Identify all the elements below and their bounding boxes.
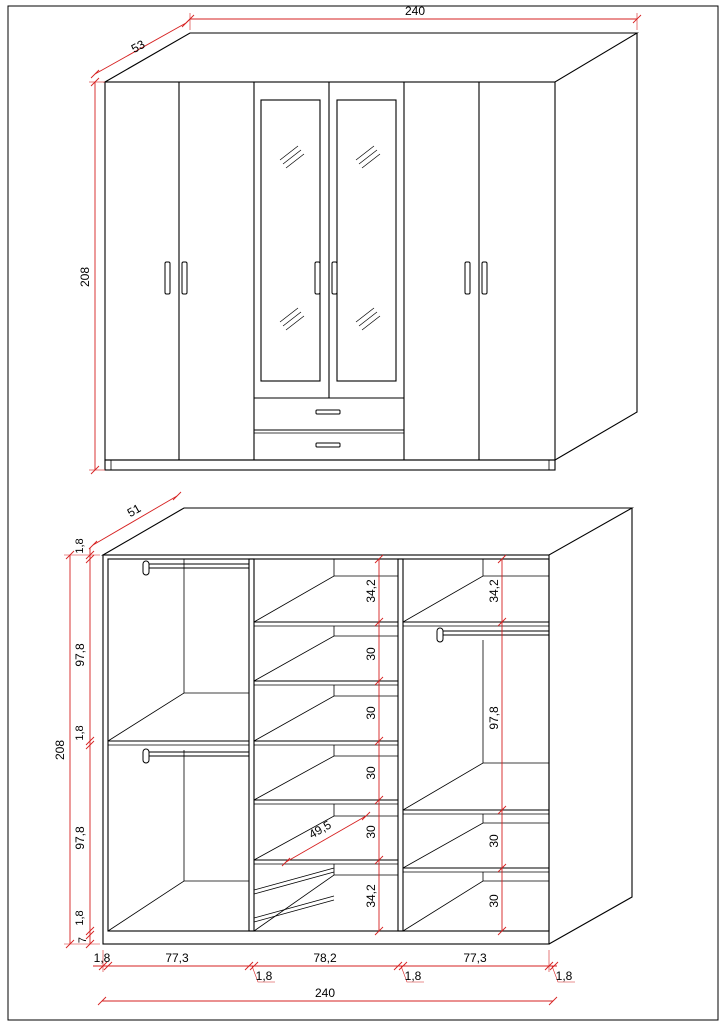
middle-dim-5: 30 [364,825,378,839]
bottom-dim-4: 78,2 [313,951,337,965]
bottom-dim-3: 1,8 [256,969,273,983]
drawer-depth-label: 49,5 [306,817,334,841]
left-dim-5: 1,8 [74,910,86,925]
middle-dim-3: 30 [364,706,378,720]
top-depth-label: 53 [129,37,148,56]
interior-width-label: 240 [315,986,335,1000]
door-handles [164,261,488,295]
left-dim-4: 97,8 [73,826,87,850]
mirror-glare [279,145,381,331]
left-dim-2: 97,8 [73,643,87,667]
right-dim-2: 97,8 [487,706,501,730]
right-dim-3: 30 [487,834,501,848]
interior-height-label: 208 [53,740,67,760]
middle-dim-4: 30 [364,766,378,780]
bottom-dim-5: 1,8 [405,969,422,983]
right-dim-1: 34,2 [487,579,501,603]
wardrobe-interior-view: 51 208 1,8 97,8 1,8 97,8 1,8 7 34,2 30 [53,491,635,1006]
right-dim-4: 30 [487,894,501,908]
bottom-dim-7: 1,8 [556,969,573,983]
bottom-dim-1: 1,8 [94,951,111,965]
bottom-dim-6: 77,3 [463,951,487,965]
top-width-label: 240 [405,4,425,18]
left-dim-1: 1,8 [74,538,86,553]
left-dim-6: 7 [77,937,89,943]
page-frame [7,5,719,1021]
bottom-dim-2: 77,3 [165,951,189,965]
wardrobe-closed-view: 240 53 208 [78,4,642,475]
top-height-label: 208 [78,267,92,287]
middle-dim-2: 30 [364,647,378,661]
left-dim-3: 1,8 [74,725,86,740]
interior-depth-label: 51 [125,501,144,520]
middle-dim-6: 34,2 [364,884,378,908]
middle-dim-1: 34,2 [364,579,378,603]
